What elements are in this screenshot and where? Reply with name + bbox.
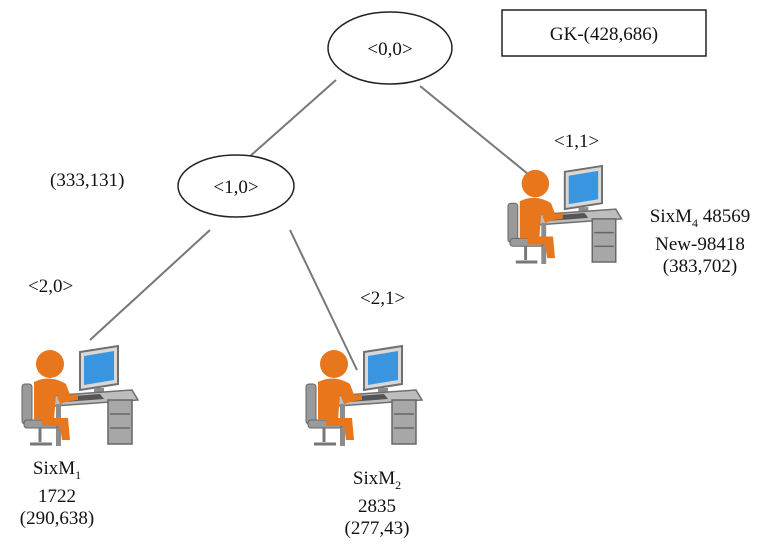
node-root-label: <0,0> [367,39,412,60]
node-1-0 [177,154,295,218]
node-2-0-label: <2,0> [28,276,74,297]
node-root [327,11,453,85]
peer-sixm1-coords: (290,638) [19,507,95,529]
peer-sixm4-coords: (383,702) [662,255,738,277]
user-at-computer-icon [506,164,624,266]
edge-root-n11 [419,85,529,175]
edge-n10-n20 [89,229,211,341]
user-at-computer-icon [304,344,424,448]
edge-root-n10 [247,79,337,159]
peer-sixm2-info: SixM2 2835 (277,43) [322,468,432,540]
node-2-1-label: <2,1> [360,288,406,309]
peer-sixm2-coords: (277,43) [344,517,410,539]
user-at-computer-icon [20,344,140,448]
peer-sixm1-value: 1722 [38,485,76,507]
peer-sixm4-name-line: SixM4 48569 [649,206,751,230]
node-1-1-label: <1,1> [554,131,600,152]
edge-n10-n21 [289,229,358,371]
peer-sixm2-value: 2835 [358,495,396,517]
node-1-0-label: <1,0> [213,177,258,198]
peer-sixm4-info: SixM4 48569 New-98418 (383,702) [632,206,768,278]
peer-sixm4-new: New-98418 [655,233,745,255]
gk-box-label: GK-(428,686) [550,24,658,45]
peer-sixm2-name-line: SixM2 [352,468,402,492]
coords-node-1-0: (333,131) [50,170,125,191]
peer-sixm1-name-line: SixM1 [32,458,82,482]
peer-sixm1-info: SixM1 1722 (290,638) [2,458,112,530]
gk-box [501,9,707,57]
